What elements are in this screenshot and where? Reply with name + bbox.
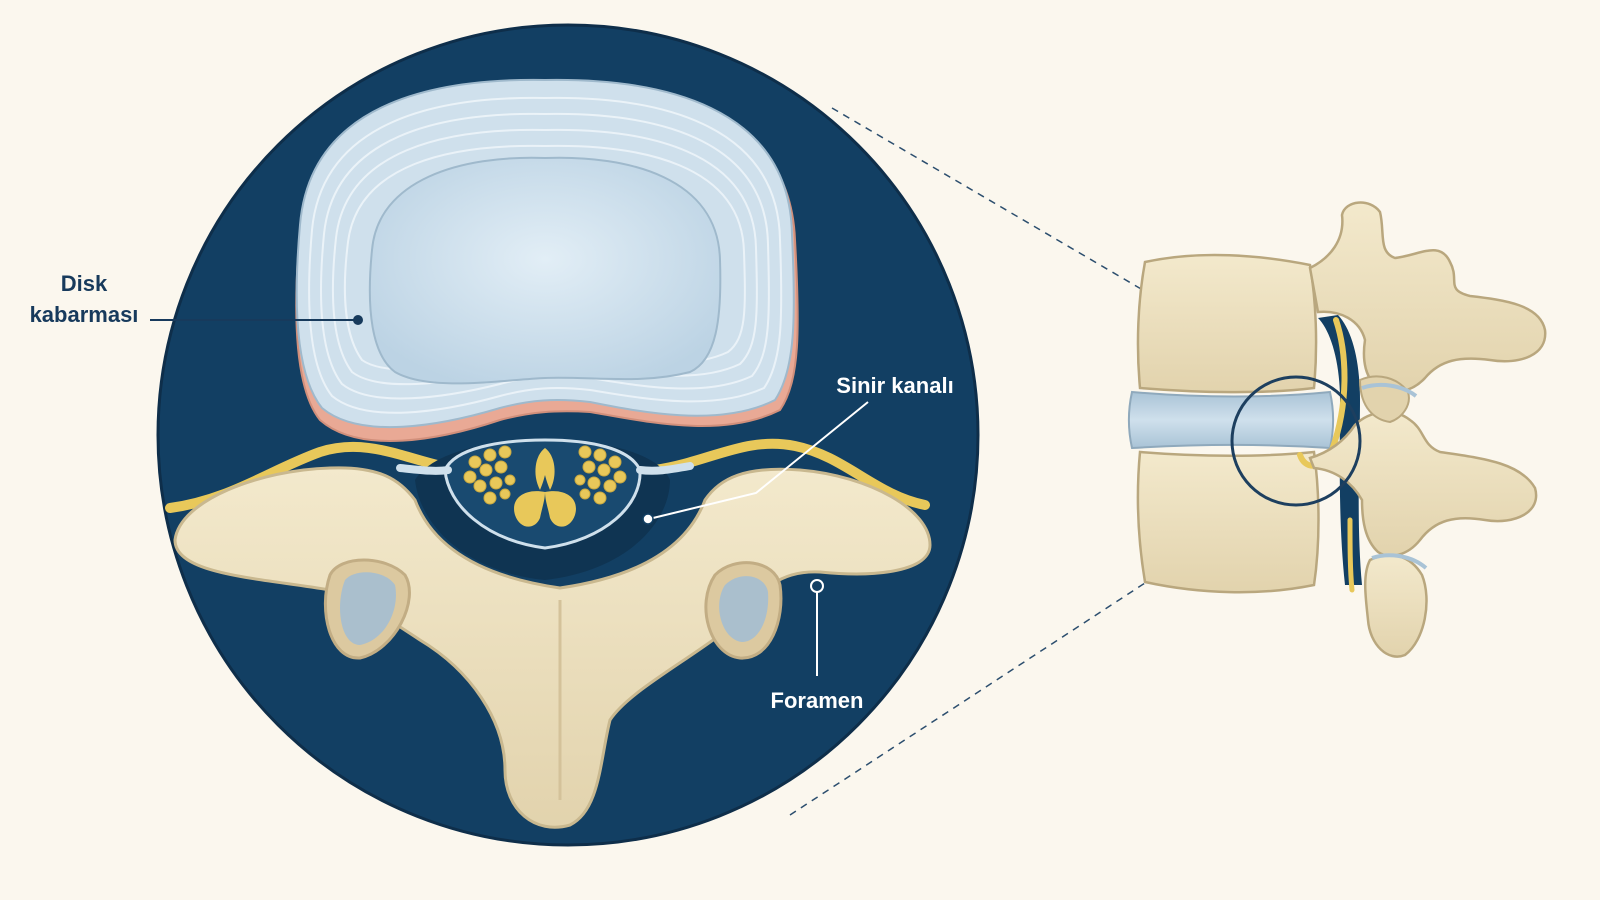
lateral-spine-view	[1128, 201, 1547, 658]
leader-dot-nerve-canal	[642, 513, 654, 525]
lower-articular-process	[1364, 553, 1428, 658]
axial-view: Disk kabarması Sinir kanalı Foramen	[30, 23, 980, 847]
label-nerve-canal: Sinir kanalı	[642, 373, 954, 525]
thecal-sac	[443, 438, 642, 550]
upper-facet-cartilage	[1361, 382, 1418, 398]
label-foramen: Foramen	[771, 579, 864, 713]
annulus-rings	[308, 96, 783, 414]
nerve-root-sleeve-left	[396, 464, 452, 475]
facet-joint-left	[323, 558, 411, 660]
label-disk-bulge-line1: Disk	[61, 271, 108, 296]
side-nerve-lower	[1347, 517, 1355, 593]
label-disk-bulge-line2: kabarması	[30, 302, 139, 327]
upper-vertebral-body	[1136, 253, 1318, 394]
side-nerve-root	[1297, 317, 1348, 469]
label-disk-bulge: Disk kabarması	[30, 271, 363, 327]
label-nerve-canal-text: Sinir kanalı	[836, 373, 953, 398]
vertebra-posterior-arch	[173, 466, 932, 829]
zoom-line-bottom	[789, 499, 1273, 816]
magnifier-circle	[1230, 375, 1362, 507]
zoom-connector-lines	[789, 107, 1301, 816]
lower-facet-cartilage	[1371, 553, 1428, 570]
nerve-root-right	[650, 438, 930, 510]
label-foramen-text: Foramen	[771, 688, 864, 713]
nucleus-pulposus	[368, 156, 722, 385]
nerve-root-sleeve-right	[636, 462, 694, 475]
leader-dot-disk	[353, 315, 363, 325]
facet-joint-right	[704, 561, 783, 660]
lower-vertebral-body	[1136, 450, 1320, 594]
leader-line-nerve-canal	[652, 401, 869, 519]
